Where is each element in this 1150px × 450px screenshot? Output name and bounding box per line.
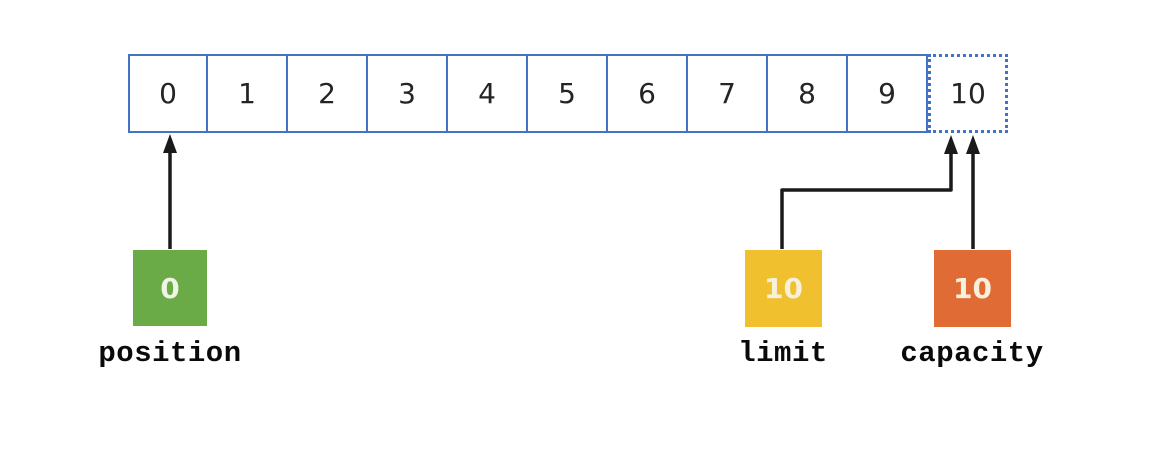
array-cell-0: 0: [128, 54, 208, 133]
array-cell-1: 1: [208, 54, 288, 133]
array-cell-4: 4: [448, 54, 528, 133]
limit-arrow: [780, 135, 958, 249]
array-cell-8: 8: [768, 54, 848, 133]
array-cell-10: 10: [928, 54, 1008, 133]
capacity-label: capacity: [900, 337, 1044, 370]
capacity-value-box: 10: [934, 250, 1011, 327]
array-cell-2: 2: [288, 54, 368, 133]
array-cell-3: 3: [368, 54, 448, 133]
array-cell-7: 7: [688, 54, 768, 133]
array-cell-6: 6: [608, 54, 688, 133]
limit-label: limit: [738, 337, 828, 370]
array-cell-5: 5: [528, 54, 608, 133]
position-value-box: 0: [133, 250, 207, 326]
array-cell-9: 9: [848, 54, 928, 133]
position-arrow: [163, 134, 177, 249]
position-label: position: [98, 337, 242, 370]
capacity-arrow: [966, 135, 980, 249]
limit-value-box: 10: [745, 250, 822, 327]
